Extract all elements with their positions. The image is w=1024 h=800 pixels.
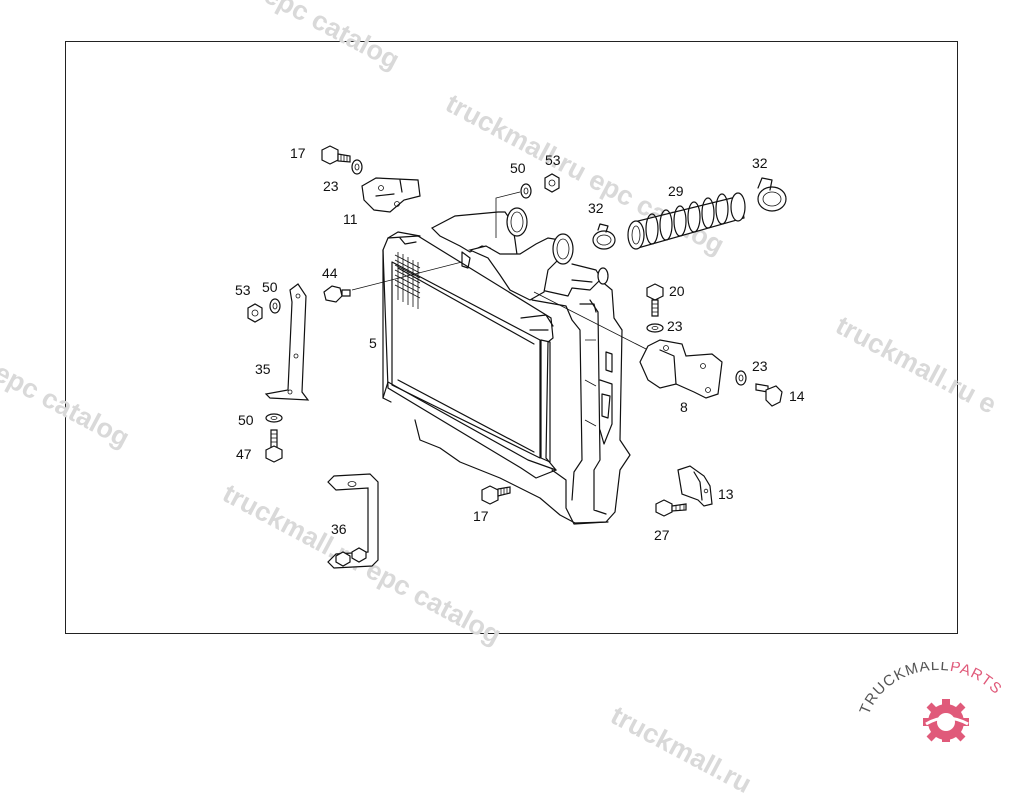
washer-part[interactable]	[735, 370, 747, 386]
callout-50: 50	[238, 412, 254, 428]
callout-14: 14	[789, 388, 805, 404]
callout-53: 53	[545, 152, 561, 168]
fan-shroud-part	[531, 279, 631, 525]
logo-brand-right: PARTS	[949, 662, 1006, 698]
callout-53: 53	[235, 282, 251, 298]
callout-35: 35	[255, 361, 271, 377]
truckmall-parts-logo: TRUCKMALLPARTS	[858, 662, 1006, 742]
callout-23: 23	[667, 318, 683, 334]
bracket-part[interactable]	[361, 177, 421, 213]
callout-8: 8	[680, 399, 688, 415]
screw-part[interactable]	[655, 499, 687, 517]
callout-labels: 17 23 11 50 53 32 29 32 44 53 50 5 35 50…	[235, 145, 805, 543]
callout-44: 44	[322, 265, 338, 281]
callout-20: 20	[669, 283, 685, 299]
charge-air-pipe-part[interactable]	[430, 207, 609, 301]
callout-47: 47	[236, 446, 252, 462]
bolt-part[interactable]	[755, 383, 783, 407]
bracket-part[interactable]	[677, 465, 713, 507]
callout-32: 32	[588, 200, 604, 216]
washer-part[interactable]	[269, 298, 281, 314]
callout-23: 23	[323, 178, 339, 194]
callout-13: 13	[718, 486, 734, 502]
bolt-part[interactable]	[481, 485, 511, 505]
callout-17: 17	[473, 508, 489, 524]
callout-36: 36	[331, 521, 347, 537]
support-strut-part[interactable]	[264, 283, 310, 401]
callout-32: 32	[752, 155, 768, 171]
diagram-frame	[65, 41, 958, 634]
bolt-part[interactable]	[265, 429, 283, 463]
bracket-part[interactable]	[639, 339, 723, 399]
mounting-bracket-part[interactable]	[327, 473, 379, 569]
radiator-part[interactable]	[382, 231, 609, 524]
hose-clamp-part[interactable]	[757, 177, 787, 212]
gear-icon	[923, 699, 969, 742]
washer-part[interactable]	[646, 323, 664, 333]
nut-part[interactable]	[544, 173, 560, 193]
callout-11: 11	[343, 211, 358, 227]
callout-5: 5	[369, 335, 377, 351]
callout-50: 50	[262, 279, 278, 295]
bolt-part[interactable]	[321, 145, 351, 165]
callout-50: 50	[510, 160, 526, 176]
washer-part[interactable]	[351, 159, 363, 175]
washer-part[interactable]	[265, 413, 283, 423]
callout-23: 23	[752, 358, 768, 374]
callout-27: 27	[654, 527, 670, 543]
hose-clamp-part[interactable]	[592, 223, 616, 250]
washer-part[interactable]	[520, 183, 532, 199]
nut-part[interactable]	[247, 303, 263, 323]
bolt-part[interactable]	[646, 283, 664, 317]
callout-29: 29	[668, 183, 684, 199]
callout-17: 17	[290, 145, 306, 161]
sensor-part[interactable]	[323, 285, 351, 303]
charge-air-hose-part[interactable]	[627, 192, 746, 250]
parts-diagram: 17 23 11 50 53 32 29 32 44 53 50 5 35 50…	[235, 145, 805, 569]
